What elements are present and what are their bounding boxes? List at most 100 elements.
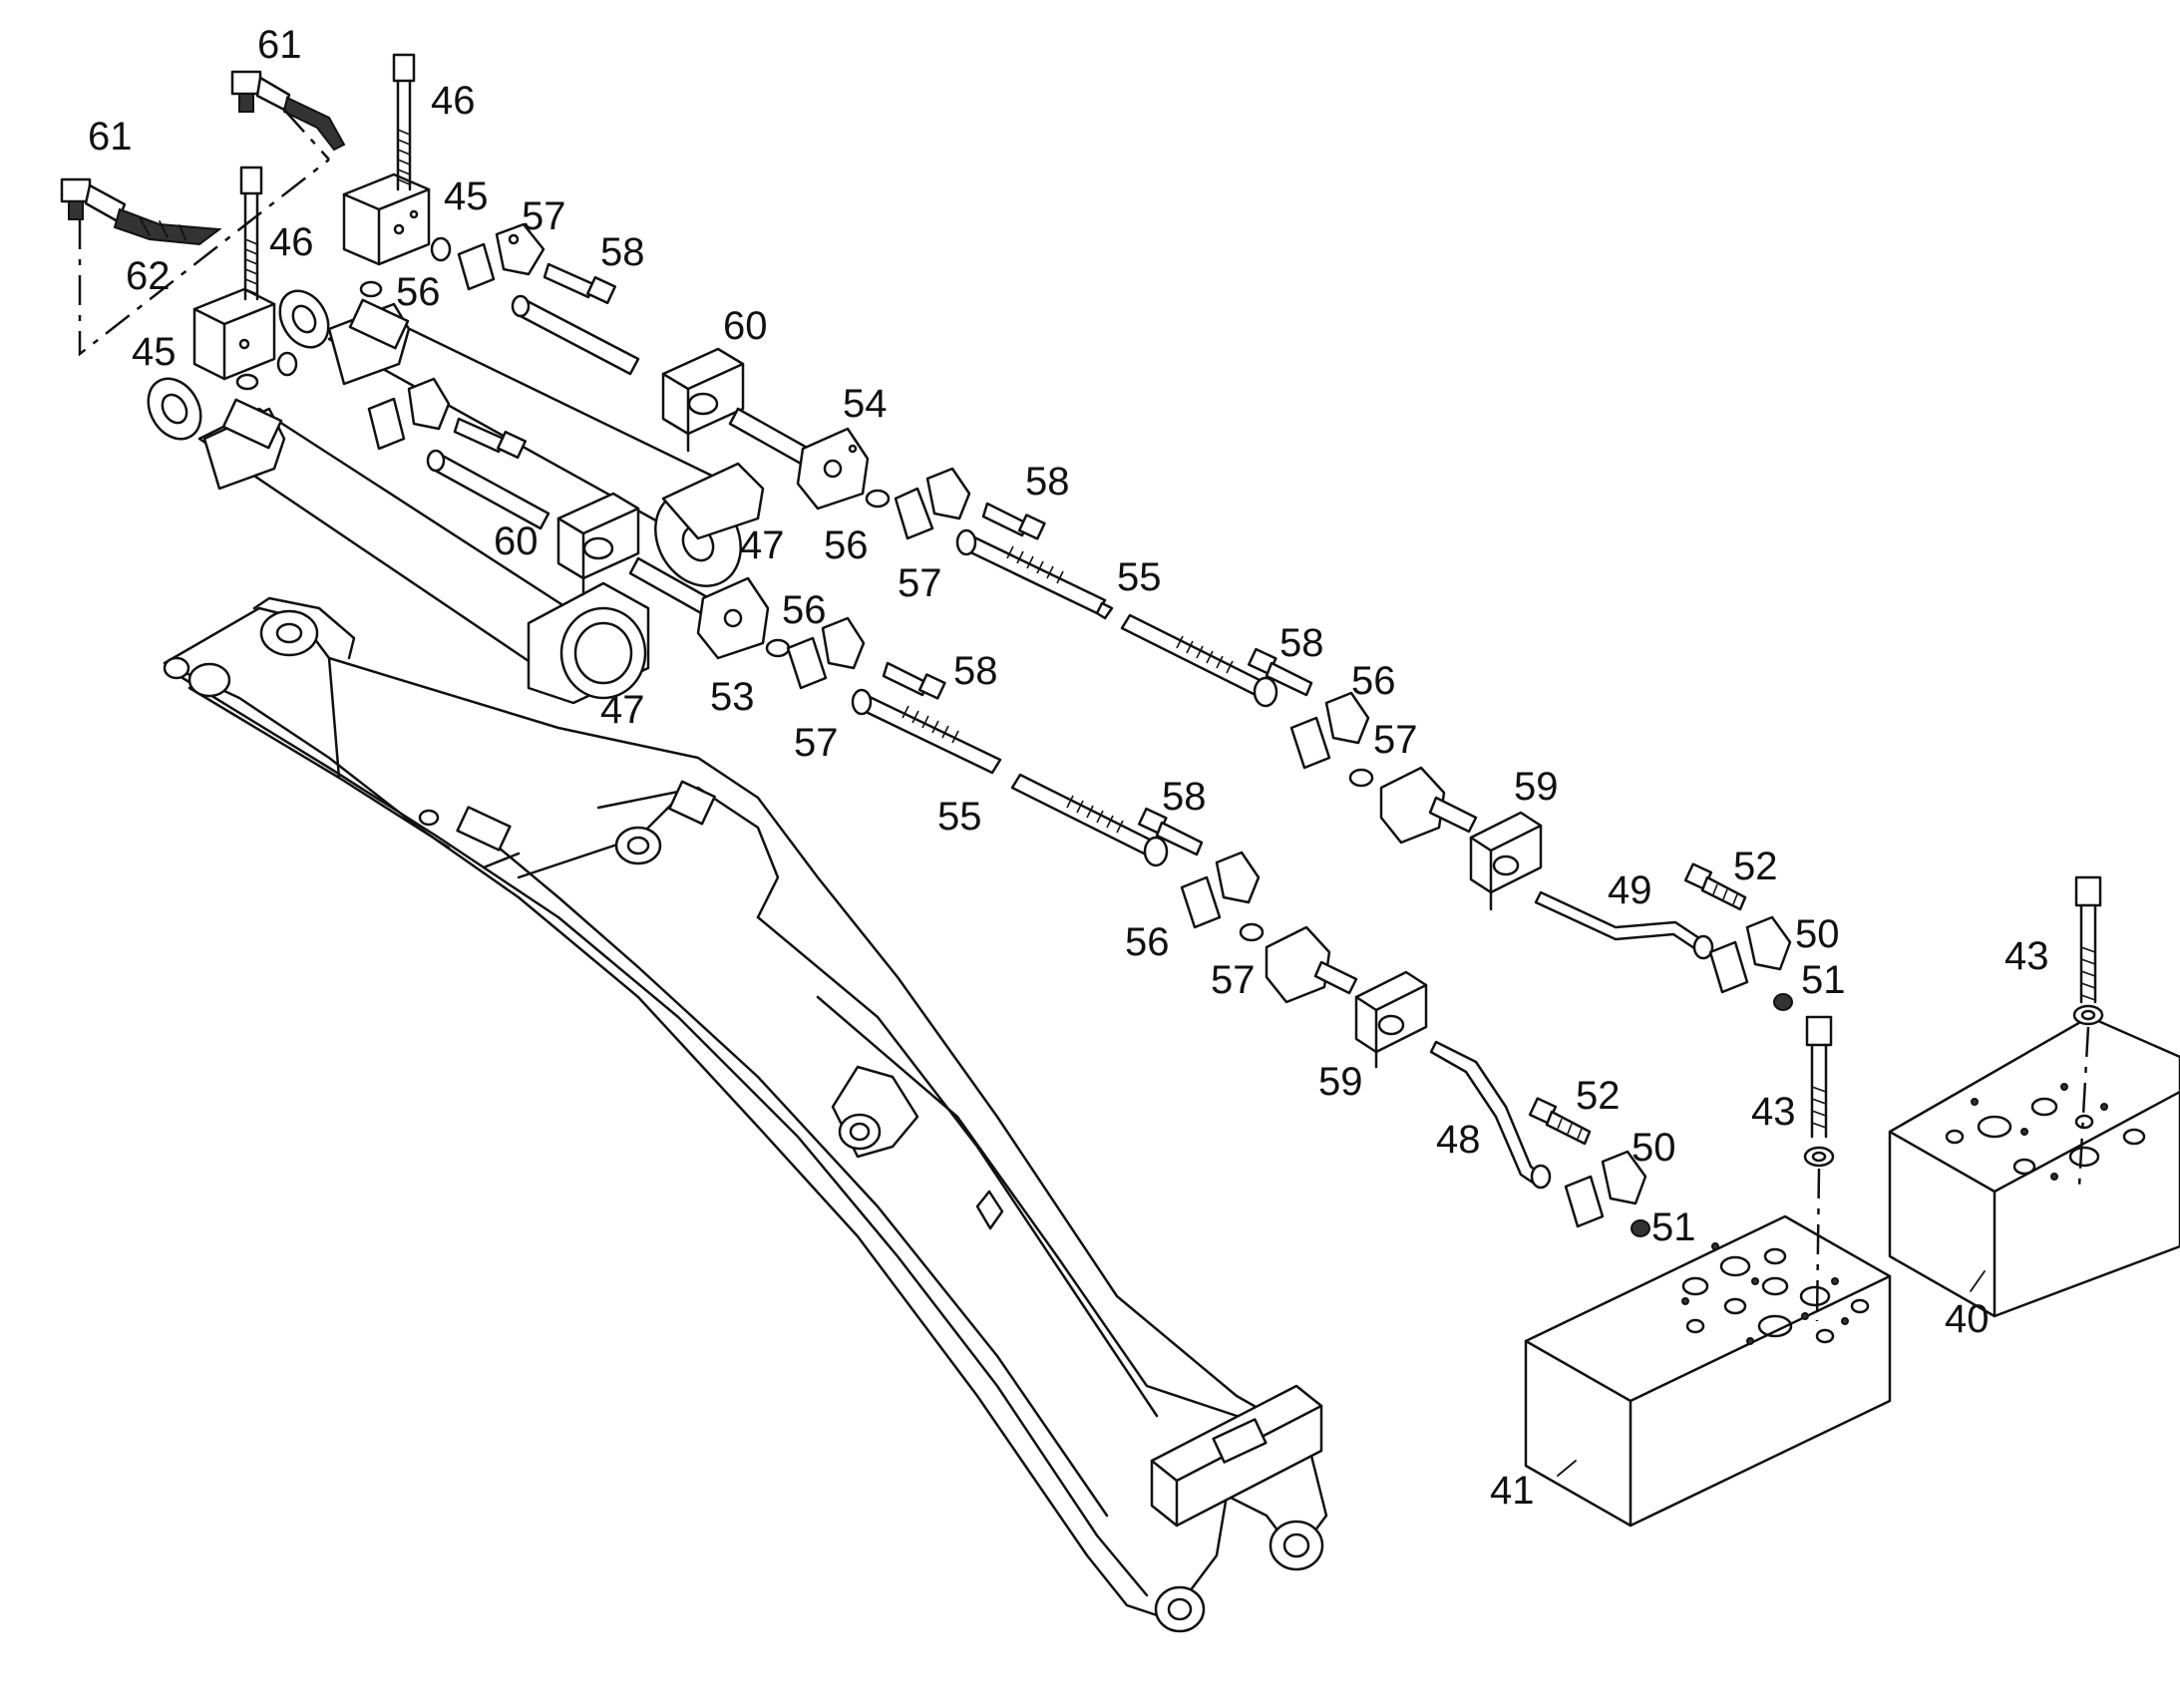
bolt-43-right <box>2072 875 2104 1026</box>
flange-half-56-b <box>367 377 451 451</box>
screw-58-e <box>1247 647 1313 697</box>
tube-lower-a <box>426 449 550 530</box>
seal-ring-57-c <box>1239 922 1265 942</box>
label-58-a: 58 <box>600 230 645 274</box>
label-58-d: 58 <box>953 649 998 693</box>
flange-half-56-d <box>786 616 866 690</box>
label-54: 54 <box>843 382 888 426</box>
label-45-left: 45 <box>132 330 177 374</box>
label-53: 53 <box>710 675 755 719</box>
screw-58-d <box>882 661 946 700</box>
label-47-bottom: 47 <box>600 688 645 732</box>
seal-ring-51-upper <box>1773 993 1793 1011</box>
label-56-e: 56 <box>1125 920 1170 964</box>
label-59-bottom: 59 <box>1318 1060 1363 1104</box>
seal-ring-57-b <box>1348 768 1374 788</box>
hydraulic-cylinder-lower <box>147 377 650 705</box>
valve-manifold-41 <box>1524 1214 1892 1528</box>
label-52-top: 52 <box>1733 845 1778 888</box>
label-56-a: 56 <box>396 270 441 314</box>
label-59-top: 59 <box>1514 765 1559 809</box>
label-49: 49 <box>1608 868 1652 912</box>
alignment-line-43-right <box>2077 1026 2090 1188</box>
flange-half-56-c <box>894 467 971 540</box>
flange-50-lower <box>1564 1150 1647 1228</box>
label-58-c: 58 <box>1279 621 1324 665</box>
label-50-top: 50 <box>1795 912 1840 956</box>
part-labels: 61 61 62 46 46 45 45 56 57 58 60 54 58 6… <box>88 23 2049 1513</box>
bolt-upper-46 <box>392 53 416 191</box>
label-57-d: 57 <box>794 721 839 765</box>
bolt-43-left <box>1803 1015 1835 1168</box>
label-56-b: 56 <box>824 523 869 567</box>
bolt-52-upper <box>1683 862 1747 911</box>
label-60-top: 60 <box>723 304 768 348</box>
seal-ring-upper <box>235 280 383 391</box>
hose-62 <box>113 207 222 246</box>
flange-half-56-a <box>457 222 545 291</box>
seal-ring-57-a <box>765 489 891 658</box>
boom-arm <box>163 596 1328 1633</box>
alignment-line-43-left <box>1815 1168 1821 1322</box>
label-58-b: 58 <box>1025 460 1070 504</box>
pipe-49 <box>1534 890 1714 960</box>
label-46-top: 46 <box>431 79 476 123</box>
label-51-top: 51 <box>1801 958 1846 1002</box>
flange-half-56-f <box>1180 851 1261 929</box>
label-61-left: 61 <box>88 115 133 159</box>
fitting-61-upper <box>230 70 346 152</box>
label-40: 40 <box>1945 1297 1990 1341</box>
label-45-top: 45 <box>444 174 489 218</box>
label-61-top: 61 <box>257 23 302 67</box>
label-43-left: 43 <box>1751 1090 1796 1134</box>
leader-40 <box>1970 1270 1986 1292</box>
flange-tube-53 <box>628 556 770 660</box>
label-46-mid: 46 <box>269 220 314 264</box>
label-43-right: 43 <box>2004 934 2049 978</box>
pipe-clamp-59-upper <box>1469 811 1543 911</box>
pipe-48 <box>1429 1040 1552 1190</box>
spring-tube-55-a <box>955 528 1114 620</box>
bolt-lower-46 <box>239 166 263 301</box>
label-57-b: 57 <box>898 561 942 605</box>
tube-upper-a <box>511 294 640 376</box>
label-55-top: 55 <box>1117 555 1162 599</box>
pipe-clamp-59-lower <box>1354 970 1428 1069</box>
flange-50-upper <box>1708 915 1792 994</box>
screw-58-a <box>543 262 617 305</box>
screw-58-c <box>981 502 1046 540</box>
spring-tube-55-c <box>1120 613 1278 708</box>
fitting-61-lower <box>60 177 127 223</box>
spring-tube-55-b <box>851 688 1002 775</box>
label-56-d: 56 <box>1351 659 1396 703</box>
label-50-bottom: 50 <box>1632 1126 1676 1170</box>
flange-tube-54 <box>728 407 870 511</box>
pipe-clamp-60-lower <box>556 492 640 596</box>
bolt-52-lower <box>1528 1097 1592 1146</box>
label-57-c: 57 <box>1373 718 1418 762</box>
flange-tube-59-upper <box>1379 766 1478 845</box>
label-62: 62 <box>126 254 171 298</box>
spring-tube-55-d <box>1010 773 1169 867</box>
label-48: 48 <box>1436 1118 1481 1162</box>
label-56-c: 56 <box>782 588 827 632</box>
hydraulic-cylinder-upper <box>278 289 765 587</box>
label-58-e: 58 <box>1162 775 1207 819</box>
leader-41 <box>1557 1460 1577 1477</box>
label-52-bottom: 52 <box>1576 1074 1621 1118</box>
seal-ring-51-lower <box>1631 1219 1650 1237</box>
label-55-bottom: 55 <box>937 795 982 839</box>
label-57-a: 57 <box>522 194 566 238</box>
routing-line-top <box>283 109 330 161</box>
pipe-clamp-60-upper <box>661 347 745 453</box>
flange-tube-59-lower <box>1265 925 1358 1004</box>
label-57-e: 57 <box>1211 958 1256 1002</box>
label-51-bottom: 51 <box>1651 1205 1696 1249</box>
flange-half-56-e <box>1289 691 1370 770</box>
valve-block-upper-45 <box>342 172 452 266</box>
routing-line-left <box>78 159 330 357</box>
valve-manifold-40 <box>1888 1015 2180 1318</box>
screw-58-f <box>1137 807 1204 856</box>
label-41: 41 <box>1490 1469 1535 1513</box>
